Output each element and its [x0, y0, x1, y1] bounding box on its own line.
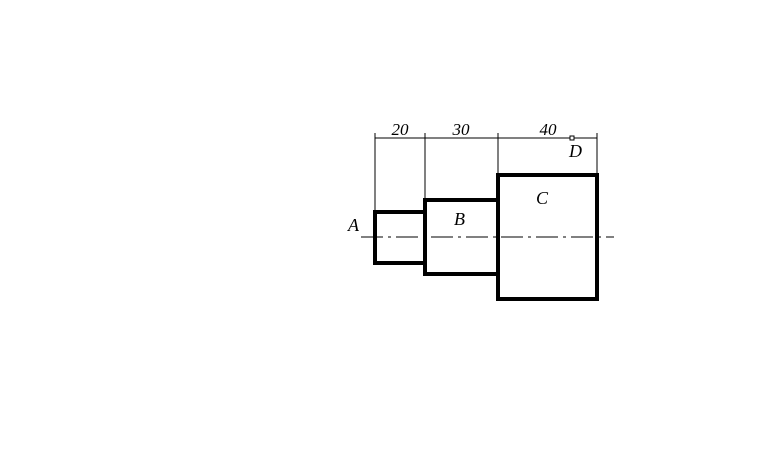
point-label-b: B [454, 209, 465, 229]
dimension-label-40: 40 [540, 120, 558, 139]
dimension-label-20: 20 [392, 120, 410, 139]
point-d-marker [569, 135, 575, 141]
point-label-d: D [568, 141, 582, 161]
point-label-a: A [347, 215, 360, 235]
dimension-label-30: 30 [452, 120, 471, 139]
point-label-c: C [536, 188, 549, 208]
